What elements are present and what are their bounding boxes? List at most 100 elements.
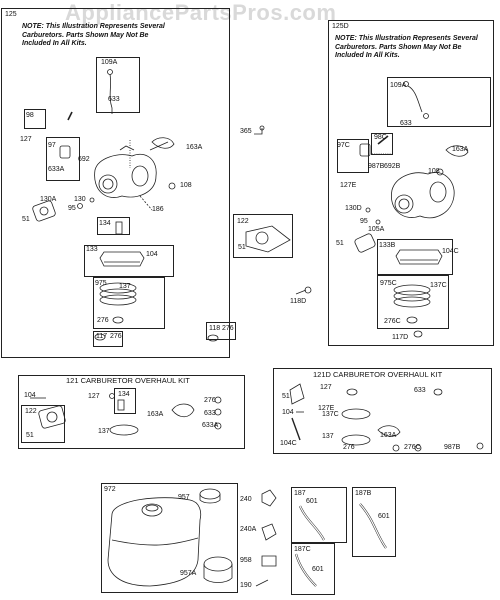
subbox-117: [93, 331, 123, 347]
panel-125d: 125D NOTE: This Illustration Represents …: [328, 20, 494, 346]
label-692: 692: [78, 156, 90, 163]
label-276: 276: [204, 397, 216, 404]
panel-187c: [291, 543, 335, 595]
label-51-mid: 51: [238, 244, 246, 251]
label-137c: 137C: [430, 282, 447, 289]
label-633-b: 633: [400, 120, 412, 127]
panel-title: 121 CARBURETOR OVERHAUL KIT: [66, 376, 190, 385]
panel-121d: [273, 368, 492, 454]
watermark-text: AppliancePartsPros.com: [65, 0, 337, 25]
subbox-975: [93, 277, 165, 329]
panel-id: 187B: [355, 490, 372, 497]
label-133b: 133B: [379, 242, 396, 249]
panel-972: [101, 483, 238, 593]
label-109a: 109A: [101, 59, 118, 66]
label-957: 957: [178, 494, 190, 501]
label-97: 97: [48, 142, 56, 149]
label-692b: 692B: [384, 163, 401, 170]
panel-title: 121D CARBURETOR OVERHAUL KIT: [313, 370, 443, 379]
label-98: 98: [26, 112, 34, 119]
label-276: 276: [97, 317, 109, 324]
label-122: 122: [25, 408, 37, 415]
subbox-134: [114, 388, 136, 414]
label-127: 127: [88, 393, 100, 400]
label-601: 601: [378, 513, 390, 520]
label-127e: 127E: [318, 405, 335, 412]
subbox-122: [233, 214, 293, 258]
panel-id: 972: [104, 486, 116, 493]
label-122: 122: [237, 218, 249, 225]
subbox-97: [46, 137, 80, 181]
label-95-b: 95: [360, 218, 368, 225]
panel-121: [18, 375, 245, 449]
label-163a: 163A: [380, 432, 397, 439]
label-105a: 105A: [368, 226, 385, 233]
label-117d: 117D: [392, 334, 409, 341]
note: NOTE: This Illustration Represents Sever…: [22, 23, 165, 47]
fuel-cap-drawing: [199, 488, 221, 504]
float-133-drawing: [99, 251, 145, 267]
label-975: 975: [95, 280, 107, 287]
gasket-51-drawing: [32, 200, 56, 222]
label-109a-b: 109A: [390, 82, 407, 89]
panel-id: 187: [294, 490, 306, 497]
label-95: 95: [68, 205, 76, 212]
panel-id: 187C: [294, 546, 311, 553]
panel-id: 125D: [332, 23, 349, 30]
subbox-97c: [337, 139, 369, 173]
subbox-118: [206, 322, 236, 340]
label-108-b: 108: [428, 168, 440, 175]
label-633: 633: [414, 387, 426, 394]
fuel-tank-drawing: [107, 497, 202, 587]
label-365: 365: [240, 128, 252, 135]
label-958: 958: [240, 557, 252, 564]
label-633: 633: [108, 96, 120, 103]
label-127e: 127E: [340, 182, 357, 189]
label-51: 51: [26, 432, 34, 439]
fuel-line-109a-drawing: [109, 73, 113, 114]
label-633a: 633A: [48, 166, 65, 173]
label-98c: 98C: [374, 134, 387, 141]
throttle-163a-drawing: [151, 137, 175, 149]
label-108: 108: [180, 182, 192, 189]
subbox-98c: [371, 133, 393, 155]
label-51: 51: [282, 393, 290, 400]
label-190: 190: [240, 582, 252, 589]
label-137: 137: [322, 433, 334, 440]
label-163a: 163A: [147, 411, 164, 418]
label-276c: 276C: [384, 318, 401, 325]
label-276: 276: [343, 444, 355, 451]
label-276-b: 276: [110, 333, 122, 340]
panel-187b: [352, 487, 396, 557]
fuel-line-109a-b-drawing: [407, 85, 423, 113]
label-137: 137: [98, 428, 110, 435]
label-137: 137: [119, 283, 131, 290]
label-240: 240: [240, 496, 252, 503]
label-601: 601: [312, 566, 324, 573]
label-633a: 633A: [202, 422, 219, 429]
label-104: 104: [146, 251, 158, 258]
label-127: 127: [320, 384, 332, 391]
subbox-134: [97, 217, 130, 235]
subbox-109a: [387, 77, 491, 127]
label-163a: 163A: [186, 144, 203, 151]
label-633: 633: [204, 410, 216, 417]
label-104c: 104C: [442, 248, 459, 255]
label-957a: 957A: [180, 570, 197, 577]
note: NOTE: This Illustration Represents Sever…: [335, 35, 478, 59]
panel-id: 125: [5, 11, 17, 18]
label-127: 127: [20, 136, 32, 143]
label-987b: 987B: [444, 444, 461, 451]
label-130a: 130A: [40, 196, 57, 203]
subbox-98: [24, 109, 46, 129]
subbox-975c: [377, 275, 449, 329]
label-186: 186: [152, 206, 164, 213]
label-104: 104: [24, 392, 36, 399]
label-134: 134: [118, 391, 130, 398]
subbox-133b: [377, 239, 453, 275]
label-276-mid: 276: [222, 325, 234, 332]
label-276c: 276C: [404, 444, 421, 451]
label-987b: 987B: [368, 163, 385, 170]
label-130: 130: [74, 196, 86, 203]
